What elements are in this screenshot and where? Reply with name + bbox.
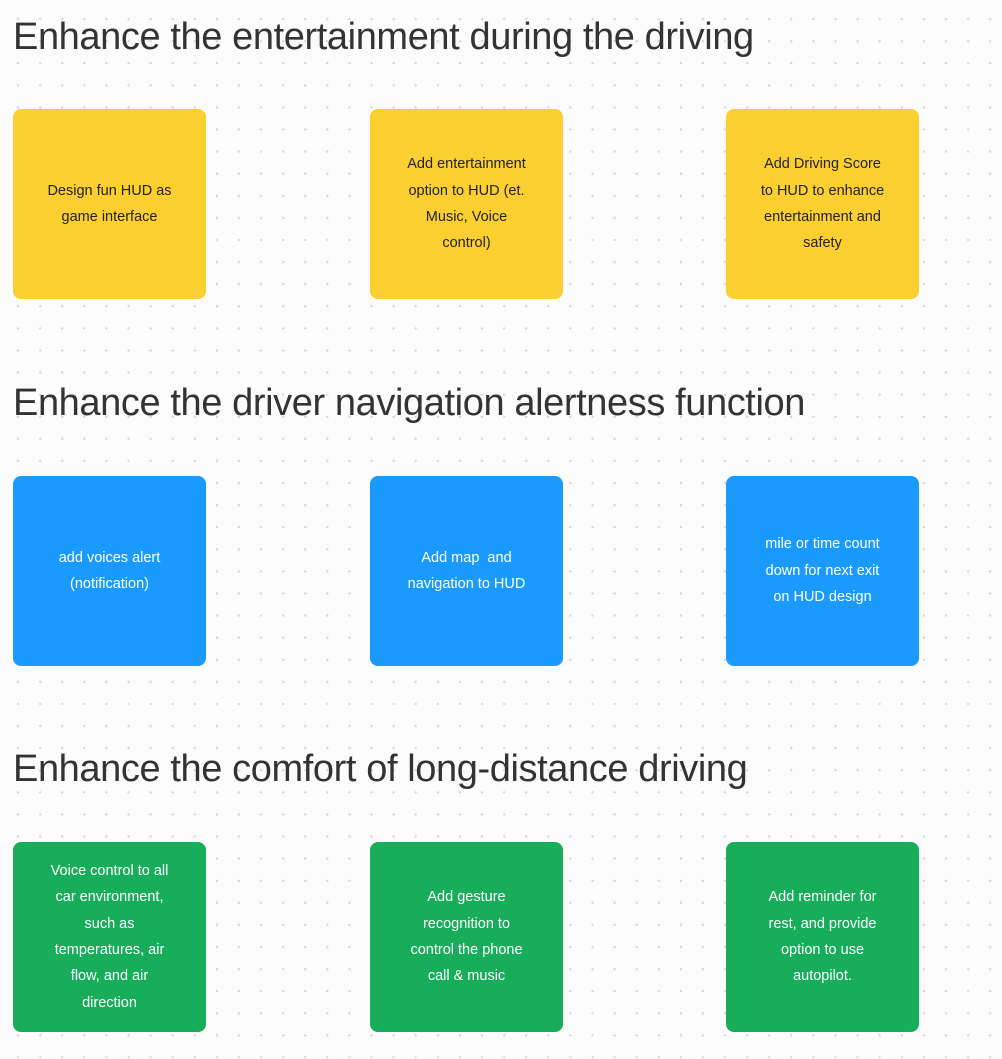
section-title-navigation: Enhance the driver navigation alertness … <box>13 382 805 424</box>
sticky-note-card[interactable]: Add reminder for rest, and provide optio… <box>726 842 919 1032</box>
sticky-note-card[interactable]: Voice control to all car environment, su… <box>13 842 206 1032</box>
sticky-note-card[interactable]: Add entertainment option to HUD (et. Mus… <box>370 109 563 299</box>
sticky-note-text: Add reminder for rest, and provide optio… <box>768 889 877 985</box>
sticky-note-text: add voices alert (notification) <box>58 549 161 592</box>
section-navigation: Enhance the driver navigation alertness … <box>0 366 1002 732</box>
sticky-note-card[interactable]: mile or time count down for next exit on… <box>726 476 919 666</box>
sticky-note-card[interactable]: add voices alert (notification) <box>13 476 206 666</box>
sticky-note-card[interactable]: Design fun HUD as game interface <box>13 109 206 299</box>
sticky-note-text: Add gesture recognition to control the p… <box>410 889 523 985</box>
sticky-note-card[interactable]: Add Driving Score to HUD to enhance ente… <box>726 109 919 299</box>
sticky-note-card[interactable]: Add gesture recognition to control the p… <box>370 842 563 1032</box>
cards-row-comfort: Voice control to all car environment, su… <box>0 842 1002 1032</box>
section-comfort: Enhance the comfort of long-distance dri… <box>0 732 1002 1059</box>
section-title-comfort: Enhance the comfort of long-distance dri… <box>13 748 748 790</box>
sticky-note-text: mile or time count down for next exit on… <box>765 536 880 606</box>
cards-row-entertainment: Design fun HUD as game interface Add ent… <box>0 109 1002 299</box>
sticky-note-text: Add map and navigation to HUD <box>407 549 526 592</box>
section-title-entertainment: Enhance the entertainment during the dri… <box>13 16 754 58</box>
cards-row-navigation: add voices alert (notification) Add map … <box>0 476 1002 666</box>
sticky-note-text: Add Driving Score to HUD to enhance ente… <box>760 156 885 252</box>
sticky-note-text: Voice control to all car environment, su… <box>50 862 169 1011</box>
sticky-note-text: Design fun HUD as game interface <box>47 182 172 225</box>
sticky-note-card[interactable]: Add map and navigation to HUD <box>370 476 563 666</box>
sticky-note-text: Add entertainment option to HUD (et. Mus… <box>407 156 526 252</box>
section-entertainment: Enhance the entertainment during the dri… <box>0 0 1002 360</box>
